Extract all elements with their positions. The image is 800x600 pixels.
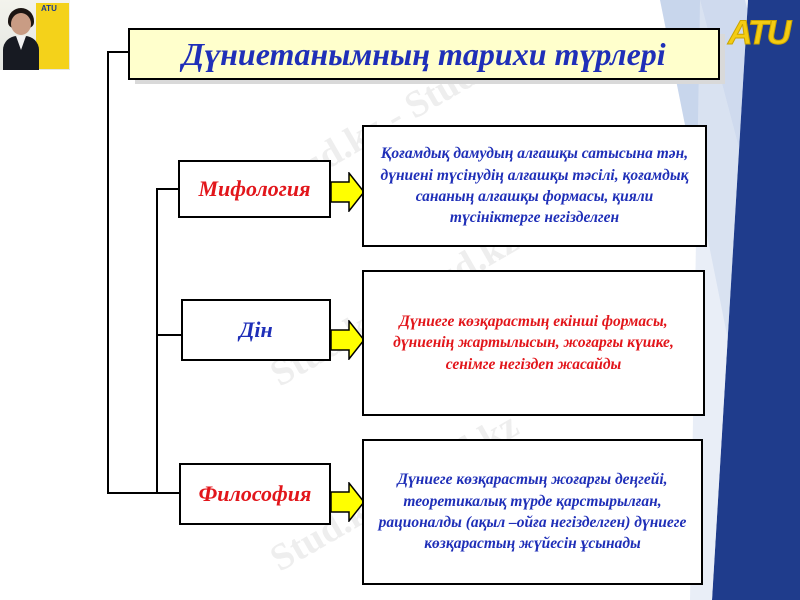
category-religion-label: Дін — [239, 317, 273, 342]
description-religion-text: Дүниеге көзқарастың екінші формасы, дүни… — [393, 312, 674, 373]
connector-title-horizontal — [108, 51, 129, 53]
category-mythology-box: Мифология — [178, 160, 331, 218]
atu-logo: ATU — [727, 14, 791, 53]
description-religion-box: Дүниеге көзқарастың екінші формасы, дүни… — [362, 270, 705, 416]
arrow-philosophy — [331, 482, 365, 522]
category-philosophy-label: Философия — [198, 481, 312, 506]
arrow-religion — [331, 320, 365, 360]
description-mythology-box: Қоғамдық дамудың алғашқы сатысына тән, д… — [362, 125, 707, 247]
category-religion-box: Дін — [181, 299, 331, 361]
title-box: Дүниетанымның тарихи түрлері — [128, 28, 720, 80]
presenter-collar — [16, 36, 26, 50]
connector-branch-mythology — [156, 188, 179, 190]
connector-branch-religion — [156, 334, 182, 336]
thumbnail-banner — [36, 3, 69, 69]
category-philosophy-box: Философия — [179, 463, 331, 525]
arrow-mythology — [331, 172, 365, 212]
presenter-face — [11, 13, 31, 35]
description-mythology-text: Қоғамдық дамудың алғашқы сатысына тән, д… — [380, 145, 689, 227]
connector-branch-philosophy — [156, 492, 180, 494]
connector-bottom-horizontal — [107, 492, 157, 494]
category-mythology-label: Мифология — [198, 176, 311, 201]
page-title: Дүниетанымның тарихи түрлері — [182, 35, 666, 72]
presenter-thumbnail: ATU — [0, 0, 70, 70]
description-philosophy-box: Дүниеге көзқарастың жоғарғы деңгейі, тео… — [362, 439, 703, 585]
connector-vertical-main — [107, 51, 109, 494]
connector-vertical-secondary — [156, 188, 158, 494]
thumbnail-logo-text: ATU — [41, 4, 57, 13]
description-philosophy-text: Дүниеге көзқарастың жоғарғы деңгейі, тео… — [378, 471, 687, 553]
